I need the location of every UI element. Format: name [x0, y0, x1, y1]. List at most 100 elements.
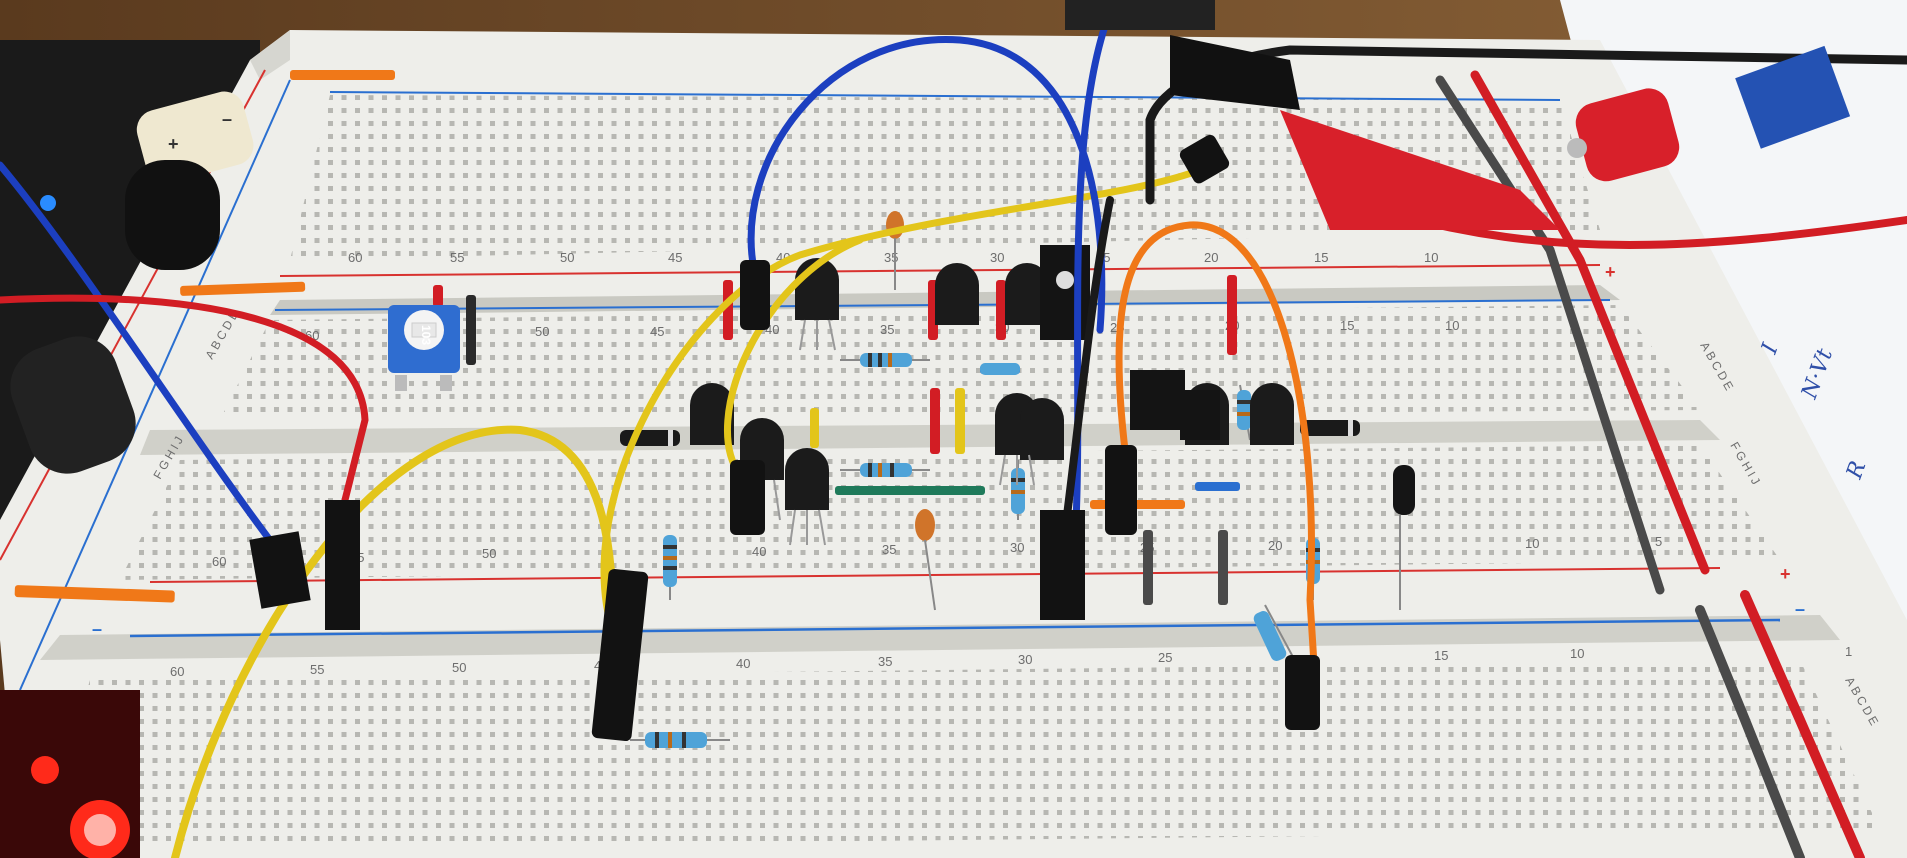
jumper-gray-1: [1143, 530, 1153, 605]
alligator-clip-black: [1065, 0, 1300, 110]
battery-minus: –: [222, 109, 232, 129]
tick-low-2: 50: [482, 546, 496, 561]
resistor-6: [1237, 384, 1251, 441]
connector-black-4: [740, 260, 770, 330]
tick-mid-1: 50: [535, 324, 549, 339]
tick-top-1: 55: [450, 250, 464, 265]
jumper-yellow-1: [955, 388, 965, 454]
tick-low-5: 30: [1010, 540, 1024, 555]
jumper-red-5: [1227, 275, 1237, 355]
hole-field-mid-lower: [120, 445, 1780, 580]
jumper-yellow-2: [810, 408, 819, 448]
connector-black-2: [325, 500, 360, 630]
rail-line-red-mid: [149, 567, 1721, 583]
tick-mid-2: 45: [650, 324, 664, 339]
blue-tape: [1735, 45, 1851, 149]
power-transistor-2: [1130, 370, 1185, 430]
jumper-orange-bottomleft: [14, 585, 175, 603]
center-channel-3: [40, 615, 1840, 660]
pot-label: 103: [419, 325, 433, 345]
electrolytic-cap-small: [1393, 465, 1415, 515]
wire-gray-right-1: [1435, 75, 1665, 595]
jumper-green: [835, 486, 985, 495]
rail-plus-sign: +: [1780, 564, 1791, 584]
alligator-clip-red: [1280, 88, 1680, 230]
tick-bot-2: 50: [452, 660, 466, 675]
tick-bot-7: 25: [1158, 650, 1172, 665]
rail-plus-sign-top: +: [1605, 262, 1616, 282]
transistor-2: [935, 263, 979, 325]
transistor-5: [785, 448, 829, 510]
hole-field-mid-upper: [220, 305, 1700, 420]
connector-black-1: [249, 531, 311, 609]
battery-plus: +: [168, 134, 179, 154]
blue-indicator-led: [40, 195, 56, 211]
jumper-gray-2: [1218, 530, 1228, 605]
jumper-orange-mid: [1090, 500, 1185, 509]
wire-red-right-1: [1470, 70, 1710, 575]
transistor-10: [690, 383, 734, 445]
wire-yellow-center-2: [723, 236, 864, 479]
battery-connector: + –: [125, 91, 254, 270]
connector-black-6: [1040, 510, 1085, 620]
jumper-orange-left: [180, 281, 306, 296]
tick-top-9: 15: [1314, 250, 1328, 265]
connector-black-8: [1285, 655, 1320, 730]
connector-black-9: [1179, 134, 1230, 184]
tick-top-5: 35: [884, 250, 898, 265]
rail-minus-sign-left: –: [92, 619, 102, 639]
breadboard-edge-shadow: [250, 30, 290, 80]
wire-red-right-2: [1740, 590, 1865, 858]
tick-top-8: 20: [1204, 250, 1218, 265]
jumper-blue-mid: [1195, 482, 1240, 491]
tick-top-3: 45: [668, 250, 682, 265]
jumper-red-pot: [433, 285, 443, 307]
tick-low-3: 40: [752, 544, 766, 559]
rail-line-red-top: [279, 264, 1601, 277]
resistor-4: [630, 732, 730, 748]
connector-black-3: [591, 568, 649, 742]
transistor-7: [1020, 398, 1064, 460]
electrolytic-cap: [10, 336, 136, 474]
tick-top-10: 10: [1424, 250, 1438, 265]
transistors: [690, 258, 1294, 546]
tick-bot-10: 1: [1845, 644, 1852, 659]
red-led-glow: [0, 690, 140, 858]
tick-low-0: 60: [212, 554, 226, 569]
rail-line-blue-topmost: [329, 91, 1561, 101]
bottom-row-numbers: 60 55 50 45 40 35 30 25 15 10 1: [170, 644, 1852, 679]
ceramic-cap-2: [915, 509, 935, 541]
rail-minus-sign: –: [1795, 599, 1805, 619]
connector-black-7: [1105, 445, 1137, 535]
transistor-3: [1005, 263, 1049, 325]
tick-top-6: 30: [990, 250, 1004, 265]
tick-low-4: 35: [882, 542, 896, 557]
tick-bot-9: 10: [1570, 646, 1584, 661]
short-jumpers: [14, 70, 1240, 605]
tick-mid-4: 35: [880, 322, 894, 337]
resistor-3: [663, 535, 677, 600]
tick-top-2: 50: [560, 250, 574, 265]
connector-black-5: [730, 460, 765, 535]
resistor-1: [840, 353, 930, 367]
tick-bot-0: 60: [170, 664, 184, 679]
hole-field-bottom: [40, 660, 1880, 850]
trimmer-potentiometer: 103: [388, 305, 460, 391]
power-transistor-1: [1040, 245, 1090, 340]
wire-blue-left: [0, 161, 289, 564]
resistor-9: [980, 363, 1020, 375]
tick-low-8: 10: [1525, 536, 1539, 551]
wire-gray-right-2: [1695, 605, 1805, 858]
rail-line-blue-mid: [129, 618, 1781, 638]
tick-bot-5: 35: [878, 654, 892, 669]
hole-field-top: [290, 95, 1600, 260]
transistor-9: [1250, 383, 1294, 445]
tick-top-0: 60: [348, 250, 362, 265]
tick-low-9: 5: [1655, 534, 1662, 549]
tick-bot-1: 55: [310, 662, 324, 677]
tick-bot-8: 15: [1434, 648, 1448, 663]
capacitors: [10, 211, 1415, 611]
diode-2: [1300, 420, 1360, 436]
